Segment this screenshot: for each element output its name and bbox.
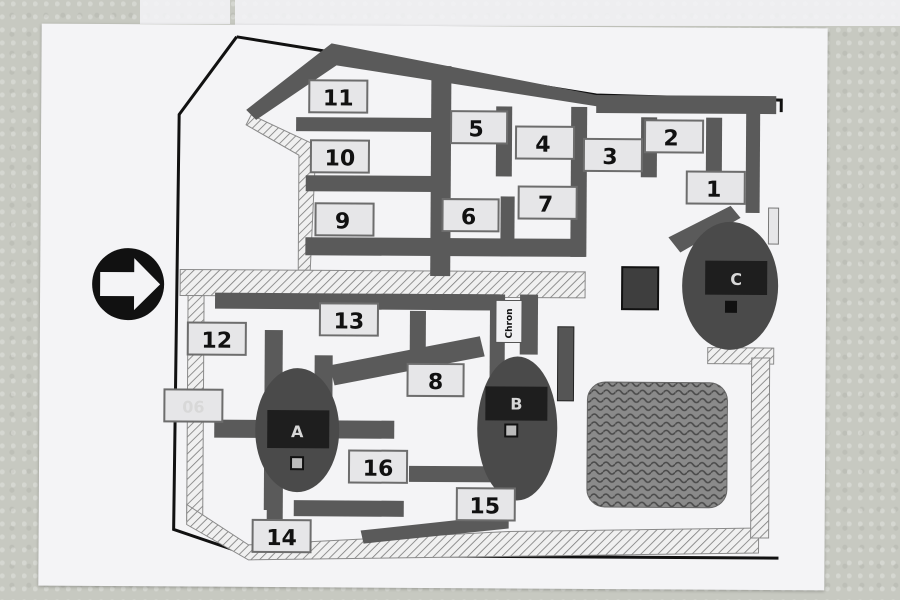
narrow-block <box>556 326 575 402</box>
building-15[interactable]: 15 <box>455 487 516 522</box>
building-2[interactable]: 2 <box>643 119 705 154</box>
svg-text:6: 6 <box>461 205 476 230</box>
tape-strip <box>140 0 230 24</box>
svg-text:11: 11 <box>323 86 354 111</box>
building-10[interactable]: 10 <box>309 139 371 174</box>
building-16[interactable]: 16 <box>347 449 409 484</box>
svg-text:12: 12 <box>201 329 232 354</box>
building-8[interactable]: 8 <box>406 362 465 398</box>
svg-text:3: 3 <box>602 145 617 170</box>
hall-c-group: C <box>682 207 780 350</box>
svg-text:06: 06 <box>182 397 204 416</box>
svg-text:8: 8 <box>428 370 443 395</box>
dark-block <box>620 266 660 311</box>
hall-a-label[interactable]: A <box>291 422 304 441</box>
svg-text:15: 15 <box>469 494 500 519</box>
building-9[interactable]: 9 <box>314 202 375 237</box>
building-7[interactable]: 7 <box>517 185 578 220</box>
svg-text:2: 2 <box>663 126 678 151</box>
svg-text:4: 4 <box>535 133 550 158</box>
chron-building[interactable]: Chron <box>495 299 523 344</box>
building-06[interactable]: 06 <box>163 388 224 423</box>
building-4[interactable]: 4 <box>514 125 576 160</box>
building-13[interactable]: 13 <box>318 302 380 337</box>
svg-text:7: 7 <box>538 193 553 218</box>
hall-a-group: A <box>255 368 340 493</box>
building-1[interactable]: 1 <box>685 170 746 205</box>
hall-b-label[interactable]: B <box>510 394 522 413</box>
arrow-right-icon <box>92 248 165 321</box>
building-6[interactable]: 6 <box>441 198 500 233</box>
svg-text:16: 16 <box>363 457 394 482</box>
svg-text:5: 5 <box>468 117 483 142</box>
hall-b-group: B <box>477 356 558 501</box>
chron-label: Chron <box>505 308 515 338</box>
campus-map-sheet: A B C Chron 11 10 9 5 4 3 2 1 6 7 13 12 … <box>38 23 828 591</box>
svg-text:1: 1 <box>706 178 721 203</box>
paper-sheet-top <box>235 0 900 26</box>
building-14[interactable]: 14 <box>251 518 312 554</box>
svg-text:14: 14 <box>266 526 297 551</box>
hall-c-label[interactable]: C <box>730 270 742 289</box>
svg-text:9: 9 <box>335 209 350 234</box>
building-11[interactable]: 11 <box>308 79 369 114</box>
svg-text:13: 13 <box>334 309 365 334</box>
pond-area <box>586 381 728 509</box>
building-3[interactable]: 3 <box>582 137 644 173</box>
roads <box>214 43 777 546</box>
building-12[interactable]: 12 <box>186 321 247 356</box>
svg-text:10: 10 <box>325 146 356 171</box>
campus-map: A B C Chron 11 10 9 5 4 3 2 1 6 7 13 12 … <box>92 35 783 561</box>
building-5[interactable]: 5 <box>449 110 509 145</box>
